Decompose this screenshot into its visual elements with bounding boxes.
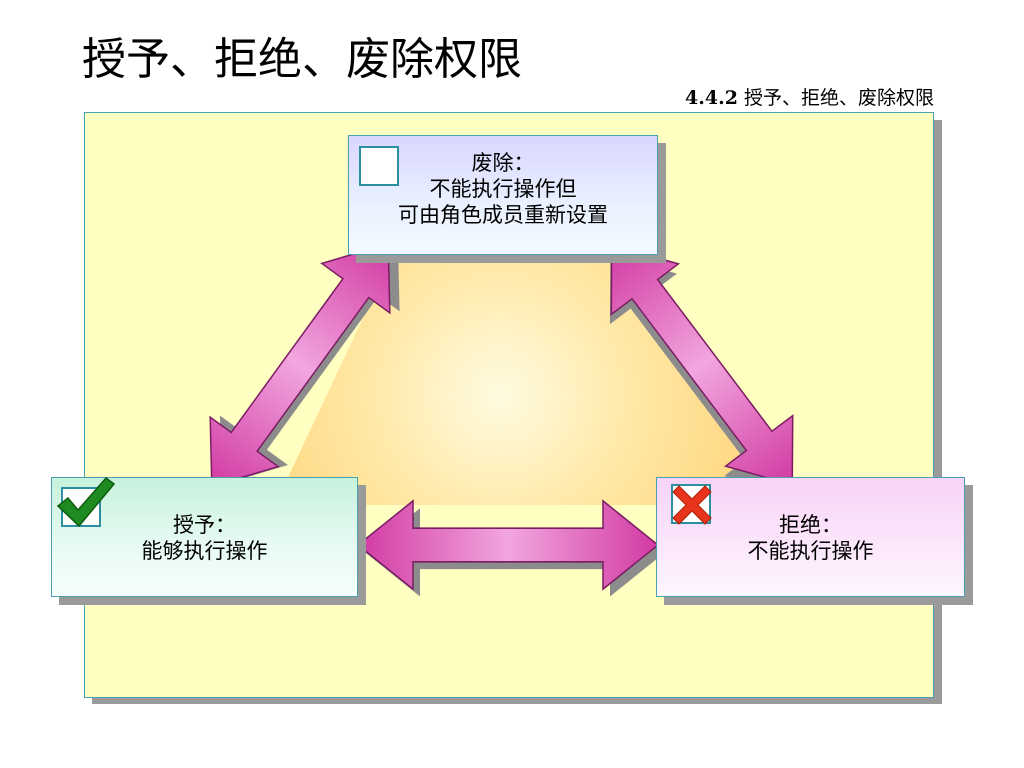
slide-title: 授予、拒绝、废除权限 [82,34,522,85]
arrow-grant-deny [357,500,665,597]
revoke-heading: 废除： [471,151,535,175]
grant-line1: 能够执行操作 [141,539,268,563]
revoke-line1: 不能执行操作但 [429,177,577,201]
section-reference: 4.4.2 授予、拒绝、废除权限 [685,86,934,110]
revoke-box: 废除： 不能执行操作但 可由角色成员重新设置 [348,135,658,255]
section-number: 4.4.2 [685,87,738,109]
revoke-line2: 可由角色成员重新设置 [398,203,608,227]
check-mark-icon [56,476,116,528]
deny-box: 拒绝： 不能执行操作 [656,477,965,597]
cross-mark-icon [672,485,712,525]
deny-text: 拒绝： 不能执行操作 [657,512,964,564]
section-title: 授予、拒绝、废除权限 [743,87,934,109]
deny-line1: 不能执行操作 [747,539,874,563]
grant-heading: 授予： [173,513,236,537]
center-glow-triangle [275,250,790,505]
grant-box: 授予： 能够执行操作 [51,476,358,597]
revoke-text: 废除： 不能执行操作但 可由角色成员重新设置 [349,150,657,228]
grant-text: 授予： 能够执行操作 [52,512,357,564]
empty-checkbox-icon [359,146,399,186]
deny-heading: 拒绝： [779,513,842,537]
